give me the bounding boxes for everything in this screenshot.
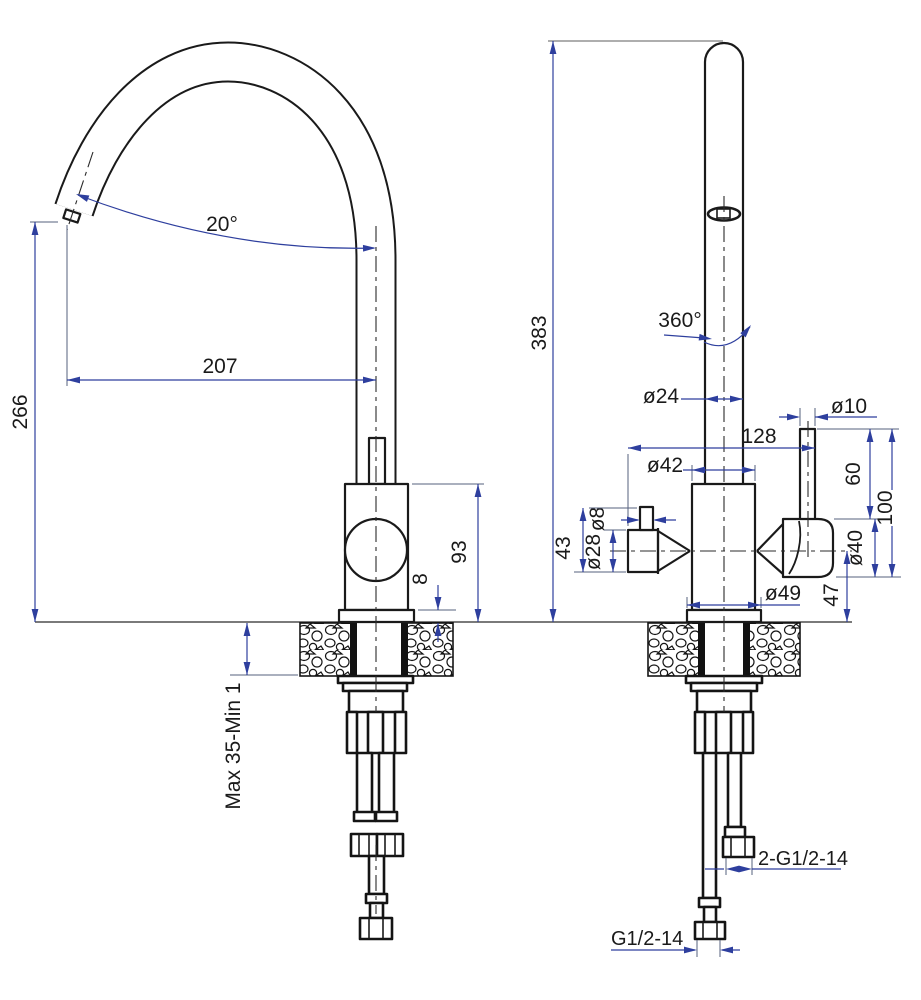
dim-flange-8: 8	[409, 573, 456, 642]
dim-dia-28: ø28	[582, 529, 626, 572]
dim-label: 360°	[658, 309, 701, 332]
dim-label: ø10	[831, 395, 867, 418]
dim-label: ø40	[844, 530, 867, 566]
dim-dia-42: ø42	[647, 454, 756, 481]
side-view-drawing	[54, 41, 454, 941]
countertop-hatch-left	[647, 622, 700, 677]
dim-label: ø8	[586, 507, 609, 532]
hose-nut	[693, 920, 727, 941]
threaded-shank-edge	[743, 623, 750, 676]
dim-height-266: 266	[9, 221, 58, 622]
dim-label: 93	[448, 540, 471, 563]
dim-label: 60	[842, 462, 865, 485]
front-view-drawing	[610, 41, 852, 941]
dim-deck-thickness: Max 35-Min 1	[222, 623, 298, 810]
spout-tip-centerline	[66, 151, 94, 231]
dim-label: 47	[820, 583, 843, 606]
dim-label: 20°	[206, 213, 238, 236]
dim-label: ø28	[582, 534, 605, 570]
hose-nut	[375, 832, 405, 858]
dim-dia-24: ø24	[643, 385, 743, 408]
dim-reach-207: 207	[66, 225, 376, 386]
threaded-shank-edge	[401, 623, 408, 676]
dim-swivel-360: 360°	[658, 309, 754, 347]
filtered-water-outlet	[626, 505, 691, 574]
dim-angle-20: 20°	[74, 190, 377, 252]
dim-label: 2-G1/2-14	[758, 848, 848, 870]
hose-short	[726, 751, 743, 829]
dim-label: G1/2-14	[611, 928, 683, 950]
hose-nut	[721, 835, 756, 859]
dim-dia-10: ø10	[779, 395, 877, 426]
threaded-shank-edge	[350, 623, 357, 676]
dim-dia-8: ø8	[586, 507, 676, 532]
front-view-dimensions: 383 360° ø24 ø10	[528, 40, 901, 957]
dim-total-383: 383	[528, 40, 723, 622]
spout-riser	[367, 436, 387, 486]
outlet-nub	[638, 505, 655, 532]
dim-handle-60: 60	[817, 428, 899, 520]
hose-nut	[358, 916, 394, 941]
dim-dia-40: ø40	[844, 519, 879, 577]
dim-center-47: 47	[820, 551, 851, 622]
dim-width-128: 128	[627, 425, 815, 526]
dim-label: 266	[9, 394, 32, 429]
dim-label: 383	[528, 315, 551, 350]
countertop-hatch-left	[299, 622, 352, 677]
dim-thread-pair: 2-G1/2-14	[705, 848, 848, 875]
hose-long	[701, 751, 718, 900]
dim-label: 43	[552, 536, 575, 559]
dim-dia-49: ø49	[686, 582, 801, 609]
undercounter-fittings	[684, 674, 764, 941]
dim-label: 207	[202, 355, 237, 378]
threaded-shank-edge	[698, 623, 705, 676]
countertop-hatch-right	[401, 622, 454, 677]
dim-thread-single: G1/2-14	[611, 928, 740, 957]
gooseneck-spout	[54, 41, 397, 484]
dim-label: 100	[874, 490, 897, 525]
dim-label: Max 35-Min 1	[222, 682, 245, 809]
dim-body-93: 93	[412, 483, 484, 622]
side-view-dimensions: 20° 207 266 93 8	[9, 190, 484, 810]
dim-label: 8	[409, 573, 432, 585]
hose-nut	[349, 832, 379, 858]
countertop-hatch-right	[748, 622, 801, 677]
dim-label: 128	[741, 425, 776, 448]
dim-label: ø24	[643, 385, 680, 408]
dim-label: ø49	[765, 582, 801, 605]
handle	[756, 427, 835, 579]
dim-outlet-43: 43	[552, 507, 637, 573]
dim-label: ø42	[647, 454, 683, 477]
